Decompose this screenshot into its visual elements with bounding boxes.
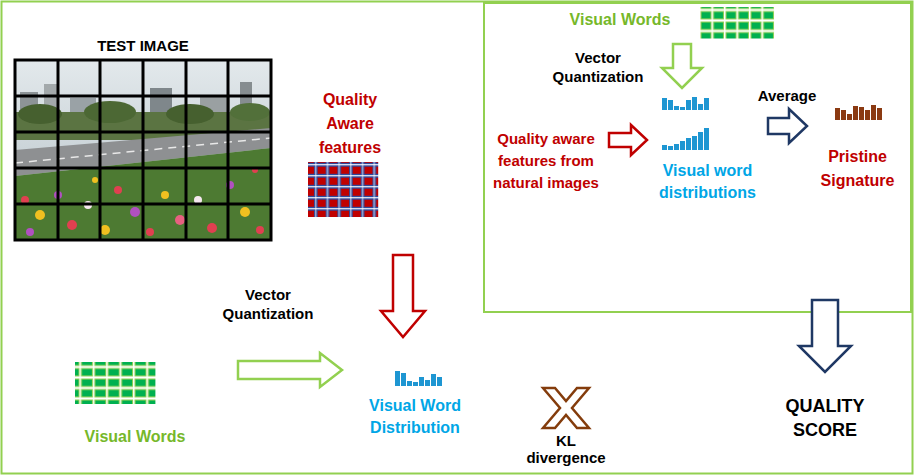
histogram [662,97,709,110]
histogram [395,371,442,386]
block-arrow [662,44,702,88]
block-arrow [238,353,342,387]
image-node: TEST IMAGE [13,36,273,242]
node-text: TEST IMAGE [13,36,273,55]
node-text: Visual Words [550,10,690,30]
visual-words-node: Visual Words [545,4,785,42]
signature-node: Pristine Signature [810,95,905,200]
histogram [662,128,709,150]
node-text: Visual word distributions [650,160,765,204]
block-arrow [768,109,807,143]
node-text: Quality aware features from natural imag… [487,128,605,194]
edge-label: Vector Quantization [213,285,323,323]
block-arrow [799,300,851,372]
node-text: Visual Word Distribution [345,395,485,439]
edge-label: Vector Quantization [546,48,650,86]
histogram [835,105,882,120]
block-arrow [381,255,425,337]
visual-word-grid [75,362,155,404]
edge-label: Average [752,86,822,105]
natural-features-node: Quality aware features from natural imag… [487,128,605,228]
kl-cross [543,388,589,428]
node-text: Pristine Signature [810,145,905,193]
test-image [15,60,271,240]
block-arrow [609,125,647,155]
feature-node: Quality Aware features [295,86,420,223]
kl-node: KL divergence [520,386,612,470]
visual-word-grid [700,7,775,39]
distributions-node: Visual word distributions [650,90,765,210]
node-text: KL divergence [520,432,612,466]
distribution-node: Visual Word Distribution [345,362,485,447]
node-text: Quality Aware features [305,88,395,160]
node-text: Visual Words [70,427,200,447]
pristine-region [484,3,911,312]
feature-grid [308,162,378,217]
visual-words-node: Visual Words [60,355,210,452]
node-text: QUALITY SCORE [775,394,875,442]
score-node: QUALITY SCORE [760,392,890,448]
